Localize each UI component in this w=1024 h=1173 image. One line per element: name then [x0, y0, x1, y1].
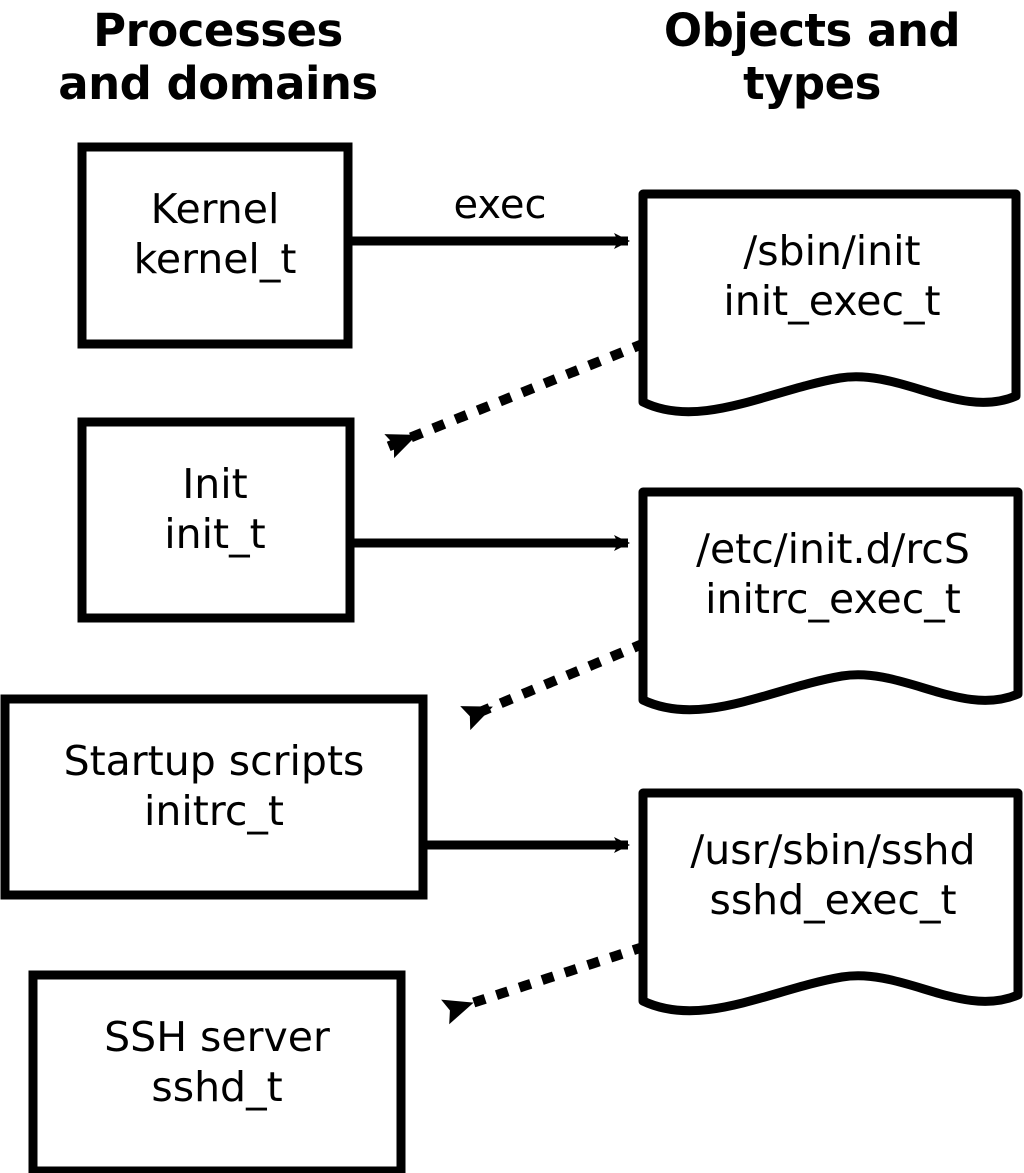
object-doc-initrc-exec[interactable]	[638, 487, 1023, 715]
arrow-transition-initrc	[460, 638, 647, 731]
column-header-objects: Objects and types	[663, 4, 961, 111]
arrow-transition-init	[384, 338, 647, 459]
process-box-initrc[interactable]	[0, 694, 428, 900]
column-header-processes: Processes and domains	[58, 4, 378, 111]
arrow-transition-sshd	[441, 941, 647, 1025]
edge-label-exec: exec	[453, 182, 547, 228]
process-box-init[interactable]	[77, 417, 355, 623]
object-doc-init-exec[interactable]	[638, 189, 1021, 417]
object-doc-sshd-exec[interactable]	[638, 788, 1023, 1016]
process-box-kernel[interactable]	[77, 142, 353, 349]
process-box-sshd[interactable]	[28, 970, 406, 1173]
